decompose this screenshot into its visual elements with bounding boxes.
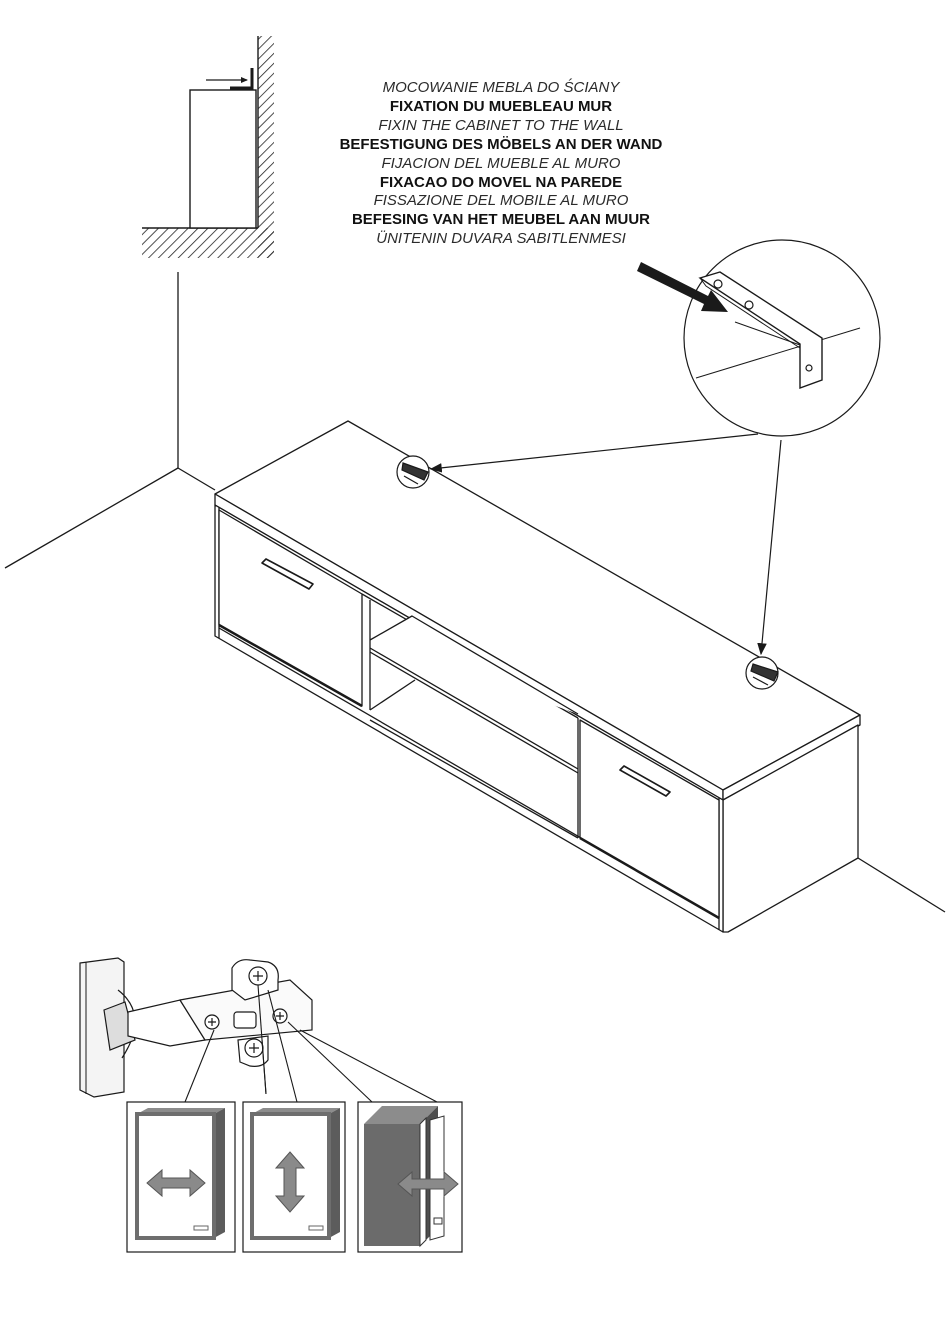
caption-line-it: FISSAZIONE DEL MOBILE AL MURO <box>301 192 701 211</box>
side-adjust-icon <box>127 1102 235 1252</box>
caption-line-fr: FIXATION DU MUEBLEAU MUR <box>301 98 701 117</box>
height-adjust-icon <box>243 1102 345 1252</box>
caption-line-nl: BEFESING VAN HET MEUBEL AAN MUUR <box>301 211 701 230</box>
caption-line-pt: FIXACAO DO MOVEL NA PAREDE <box>301 174 701 193</box>
caption-line-es: FIJACION DEL MUEBLE AL MURO <box>301 155 701 174</box>
wall-fixing-caption: MOCOWANIE MEBLA DO ŚCIANY FIXATION DU MU… <box>301 79 701 249</box>
bracket-detail-icon <box>637 240 880 436</box>
caption-line-pl: MOCOWANIE MEBLA DO ŚCIANY <box>301 79 701 98</box>
wall-section-icon <box>142 36 274 258</box>
caption-line-tr: ÜNITENIN DUVARA SABITLENMESI <box>301 230 701 249</box>
depth-adjust-icon <box>358 1102 462 1252</box>
bracket-marker-left <box>397 456 429 488</box>
bracket-marker-right <box>746 657 778 689</box>
caption-line-de: BEFESTIGUNG DES MÖBELS AN DER WAND <box>301 136 701 155</box>
caption-line-en: FIXIN THE CABINET TO THE WALL <box>301 117 701 136</box>
